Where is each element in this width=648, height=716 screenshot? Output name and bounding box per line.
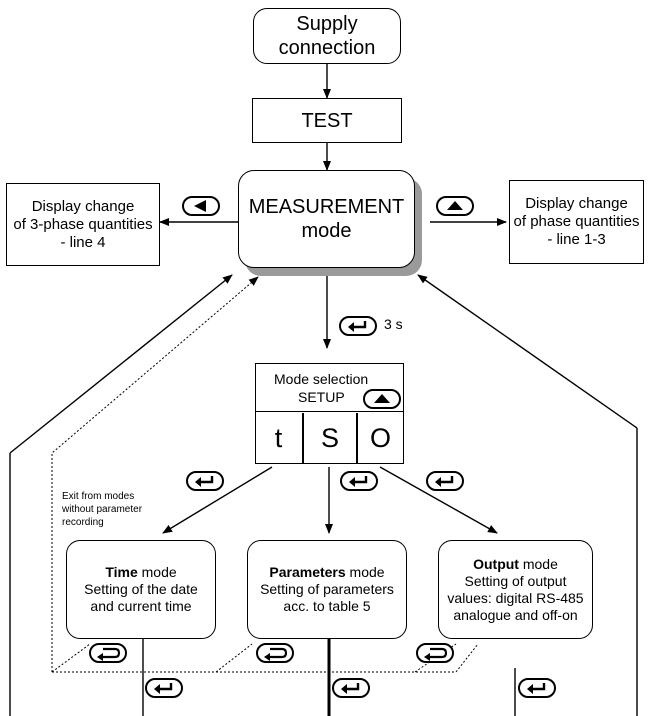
enter-key-icon xyxy=(518,678,556,698)
mode-selection-header: Mode selection SETUP xyxy=(256,364,403,412)
right-box-line3: - line 1-3 xyxy=(547,231,606,248)
time-mode-line2: and current time xyxy=(90,598,192,614)
supply-line1: Supply xyxy=(296,13,358,35)
test-label: TEST xyxy=(301,109,353,132)
parameters-mode-rest: mode xyxy=(345,564,385,580)
measurement-line1: MEASUREMENT xyxy=(248,196,405,218)
output-mode-title: Output mode xyxy=(473,556,558,573)
mode-selection-box: Mode selection SETUP xyxy=(255,363,404,464)
supply-line2: connection xyxy=(278,37,376,59)
left-box-line1: Display change xyxy=(31,197,135,215)
exit-note: Exit from modes without parameter record… xyxy=(62,490,142,529)
measurement-line2: mode xyxy=(301,220,352,242)
time-mode-box: Time mode Setting of the date and curren… xyxy=(66,540,216,639)
time-mode-line1: Setting of the date xyxy=(84,581,198,597)
enter-key-icon xyxy=(426,471,464,491)
return-escape-key-icon xyxy=(256,643,294,663)
parameters-mode-box: Parameters mode Setting of parameters ac… xyxy=(247,540,407,639)
exit-note-line1: Exit from modes xyxy=(62,491,135,502)
setup-up-arrow-key-icon xyxy=(363,389,401,409)
enter-key-icon xyxy=(340,471,378,491)
output-mode-bold: Output xyxy=(473,555,519,572)
measurement-mode-box: MEASUREMENT mode xyxy=(238,170,415,268)
cell-divider-2 xyxy=(356,413,358,463)
parameters-mode-line1: Setting of parameters xyxy=(260,581,394,597)
left-box-line3: - line 4 xyxy=(60,233,106,251)
enter-key-icon xyxy=(145,678,183,698)
right-box-line1: Display change xyxy=(525,195,628,212)
parameters-mode-title: Parameters mode xyxy=(269,564,384,581)
left-box-line2: of 3-phase quantities xyxy=(13,215,153,233)
cell-setup: S xyxy=(320,422,339,453)
hold-time-label: 3 s xyxy=(384,316,403,332)
test-box: TEST xyxy=(252,98,402,143)
left-arrow-key-icon xyxy=(182,196,220,216)
up-arrow-key-icon xyxy=(436,196,474,216)
exit-note-line2: without parameter xyxy=(62,504,143,515)
cell-divider-1 xyxy=(302,413,304,463)
output-mode-box: Output mode Setting of output values: di… xyxy=(438,540,593,639)
right-box-line2: of phase quantities xyxy=(513,213,640,230)
time-mode-rest: mode xyxy=(137,564,177,580)
output-mode-line3: analogue and off-on xyxy=(453,606,578,623)
enter-key-icon xyxy=(332,678,370,698)
return-escape-key-icon xyxy=(416,643,454,663)
display-change-phase-box: Display change of phase quantities - lin… xyxy=(509,180,644,264)
display-change-3phase-box: Display change of 3-phase quantities - l… xyxy=(6,183,160,266)
enter-key-icon xyxy=(186,471,224,491)
cell-output: O xyxy=(369,422,391,453)
time-mode-bold: Time xyxy=(105,564,138,580)
parameters-mode-line2: acc. to table 5 xyxy=(283,598,371,614)
enter-key-icon xyxy=(339,316,377,336)
supply-connection-box: Supply connection xyxy=(253,8,401,64)
return-escape-key-icon xyxy=(89,643,127,663)
mode-selection-setup: SETUP xyxy=(298,389,345,405)
cell-time: t xyxy=(274,422,283,453)
mode-selection-title: Mode selection xyxy=(274,371,369,387)
time-mode-title: Time mode xyxy=(105,564,176,581)
exit-note-line3: recording xyxy=(62,517,104,528)
output-mode-line2: values: digital RS-485 xyxy=(447,589,584,606)
output-mode-line1: Setting of output xyxy=(464,572,567,589)
output-mode-rest: mode xyxy=(518,555,558,572)
parameters-mode-bold: Parameters xyxy=(269,564,346,580)
